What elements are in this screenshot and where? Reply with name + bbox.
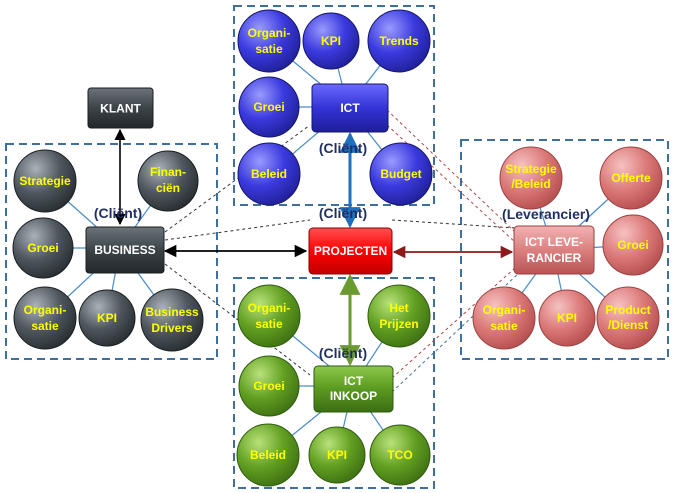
svg-text:Beleid: Beleid — [251, 167, 287, 181]
inkoop-circle-beleid: Beleid — [236, 423, 300, 487]
inkoop-circle-tco: TCO — [369, 424, 431, 486]
svg-text:Product: Product — [605, 303, 650, 317]
business-circle-organisatie: Organi- satie — [13, 286, 77, 350]
svg-text:ciën: ciën — [156, 181, 180, 195]
svg-text:/Dienst: /Dienst — [608, 318, 648, 332]
ict-leverancier-label-line2: RANCIER — [527, 251, 582, 265]
ict-group-box — [233, 5, 435, 206]
inkoop-circle-prijzen: Het Prijzen — [367, 284, 431, 348]
svg-text:satie: satie — [255, 42, 283, 56]
ict-circle-groei: Groei — [238, 76, 300, 138]
ict-circle-organisatie: Organi- satie — [237, 9, 301, 73]
svg-text:/Beleid: /Beleid — [511, 177, 550, 191]
svg-text:Strategie: Strategie — [19, 174, 71, 188]
svg-text:KPI: KPI — [321, 34, 341, 48]
ict-inkoop-label-line2: INKOOP — [330, 389, 377, 403]
ict-inkoop-box: ICT INKOOP — [313, 365, 394, 413]
svg-text:Trends: Trends — [379, 34, 419, 48]
projecten-role-label: (Cliënt) — [319, 205, 367, 221]
projecten-box: PROJECTEN — [308, 227, 393, 275]
svg-text:Organi-: Organi- — [248, 301, 291, 315]
leverancier-role-label: (Leverancier) — [502, 206, 590, 222]
svg-text:Het: Het — [389, 301, 408, 315]
svg-text:TCO: TCO — [387, 448, 412, 462]
business-role-label: (Cliënt) — [94, 205, 142, 221]
business-box: BUSINESS — [85, 226, 165, 274]
svg-text:Offerte: Offerte — [611, 171, 651, 185]
svg-text:Organi-: Organi- — [483, 303, 526, 317]
svg-text:Drivers: Drivers — [151, 321, 193, 335]
svg-text:Finan-: Finan- — [150, 165, 186, 179]
svg-text:satie: satie — [255, 317, 283, 331]
svg-text:Organi-: Organi- — [24, 303, 67, 317]
leverancier-circle-organisatie: Organi- satie — [472, 286, 536, 350]
leverancier-circle-product: Product /Dienst — [596, 286, 660, 350]
svg-text:Prijzen: Prijzen — [379, 317, 418, 331]
inkoop-circle-kpi: KPI — [308, 426, 366, 484]
business-circle-strategie: Strategie — [13, 149, 77, 213]
ict-leverancier-label-line1: ICT LEVE- — [525, 235, 583, 249]
svg-text:Beleid: Beleid — [250, 448, 286, 462]
ict-leverancier-box: ICT LEVE- RANCIER — [513, 225, 595, 275]
inkoop-role-label: (Cliënt) — [319, 345, 367, 361]
svg-text:Groei: Groei — [253, 379, 284, 393]
svg-text:KPI: KPI — [557, 311, 577, 325]
inkoop-circle-organisatie: Organi- satie — [237, 284, 301, 348]
ict-circle-budget: Budget — [369, 142, 433, 206]
business-circle-business-drivers: Business Drivers — [140, 288, 204, 352]
svg-text:Groei: Groei — [617, 238, 648, 252]
svg-text:Budget: Budget — [380, 167, 421, 181]
business-circle-kpi: KPI — [78, 289, 136, 347]
svg-text:Organi-: Organi- — [248, 26, 291, 40]
svg-text:KPI: KPI — [327, 448, 347, 462]
svg-text:Strategie: Strategie — [505, 162, 557, 176]
business-circle-financien: Finan- ciën — [137, 150, 199, 212]
business-label: BUSINESS — [94, 243, 155, 257]
ict-box: ICT — [311, 83, 389, 133]
ict-circle-beleid: Beleid — [237, 142, 301, 206]
leverancier-circle-kpi: KPI — [538, 289, 596, 347]
leverancier-circle-strategie: Strategie /Beleid — [499, 146, 563, 210]
svg-text:Groei: Groei — [27, 241, 58, 255]
inkoop-circle-groei: Groei — [238, 355, 300, 417]
business-circle-groei: Groei — [12, 217, 74, 279]
svg-text:KPI: KPI — [97, 311, 117, 325]
svg-text:Groei: Groei — [253, 100, 284, 114]
klant-label: KLANT — [100, 102, 141, 116]
projecten-label: PROJECTEN — [314, 244, 387, 258]
ict-circle-kpi: KPI — [302, 12, 360, 70]
leverancier-circle-offerte: Offerte — [599, 146, 663, 210]
leverancier-circle-groei: Groei — [602, 214, 664, 276]
ict-inkoop-label-line1: ICT — [344, 374, 364, 388]
svg-text:satie: satie — [31, 319, 59, 333]
inkoop-group-box — [233, 277, 435, 489]
svg-text:satie: satie — [490, 319, 518, 333]
svg-text:Business: Business — [145, 305, 199, 319]
ict-role-label: (Cliënt) — [319, 140, 367, 156]
klant-box: KLANT — [87, 87, 154, 129]
ict-label: ICT — [340, 101, 360, 115]
ict-circle-trends: Trends — [367, 9, 431, 73]
